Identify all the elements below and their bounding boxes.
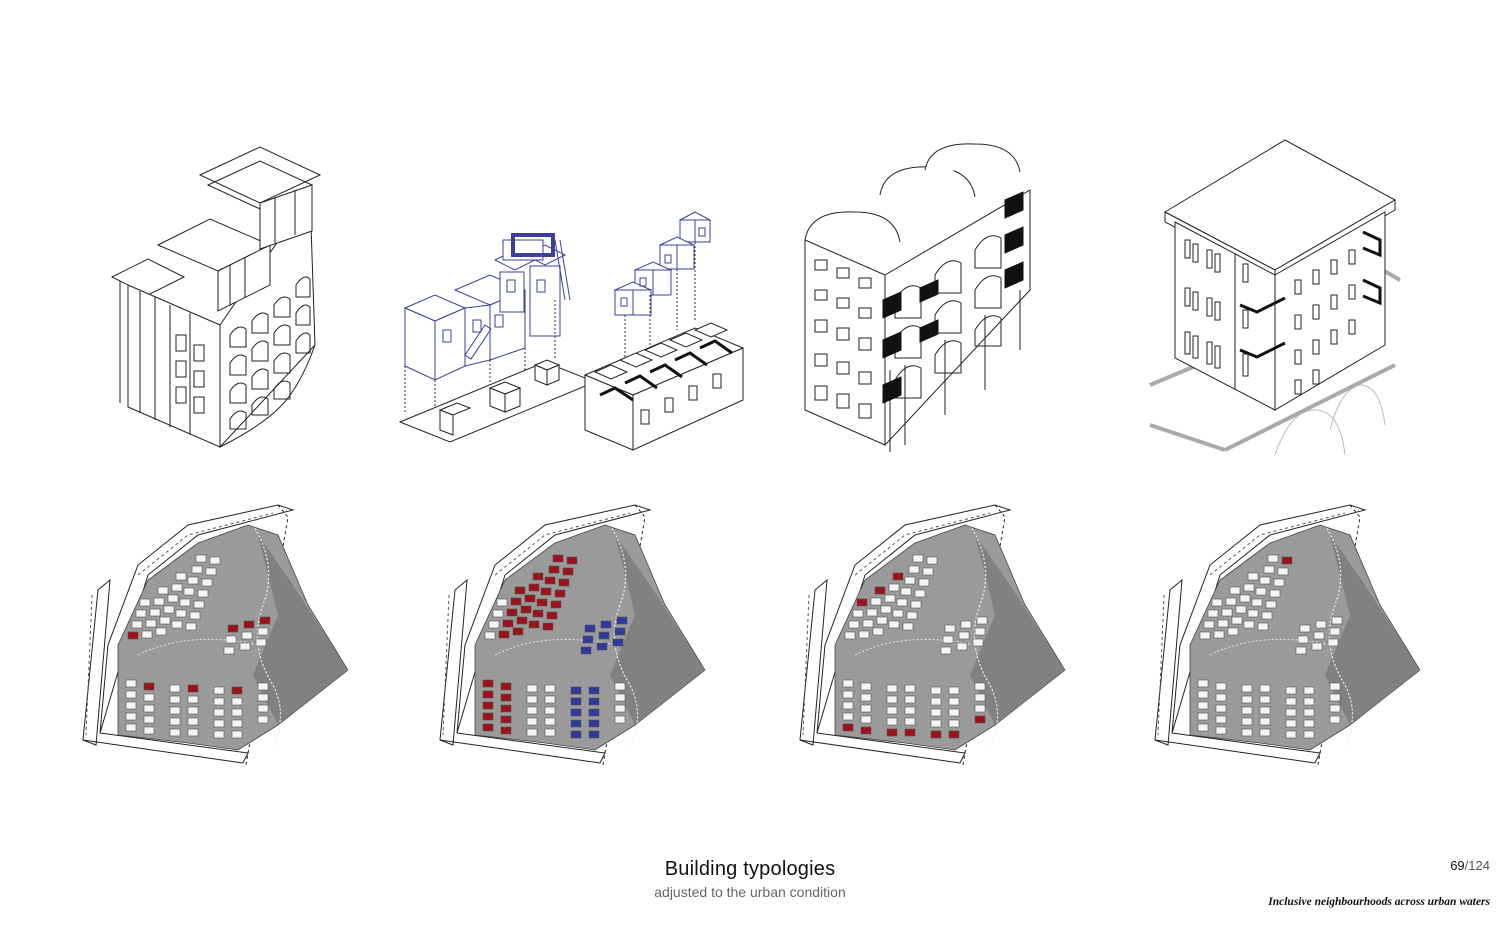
- site-plan-typology-2: [435, 495, 725, 770]
- typology-4-isometric: [1145, 139, 1405, 456]
- page-number: 69/124: [1450, 858, 1490, 873]
- caption-subtitle: adjusted to the urban condition: [654, 884, 846, 900]
- site-plan-typology-3: [795, 495, 1085, 770]
- site-plan-typology-1: [78, 495, 368, 770]
- typology-1-isometric: [100, 135, 340, 455]
- page-current: 69: [1450, 858, 1465, 873]
- typology-3-isometric: [795, 140, 1045, 455]
- page-separator: /: [1464, 858, 1469, 873]
- page-total: 124: [1468, 858, 1490, 873]
- site-plan-typology-4: [1150, 495, 1440, 770]
- document-title: Inclusive neighbourhoods across urban wa…: [1268, 896, 1490, 908]
- caption-title: Building typologies: [664, 858, 836, 880]
- typology-2-isometric: [395, 200, 755, 455]
